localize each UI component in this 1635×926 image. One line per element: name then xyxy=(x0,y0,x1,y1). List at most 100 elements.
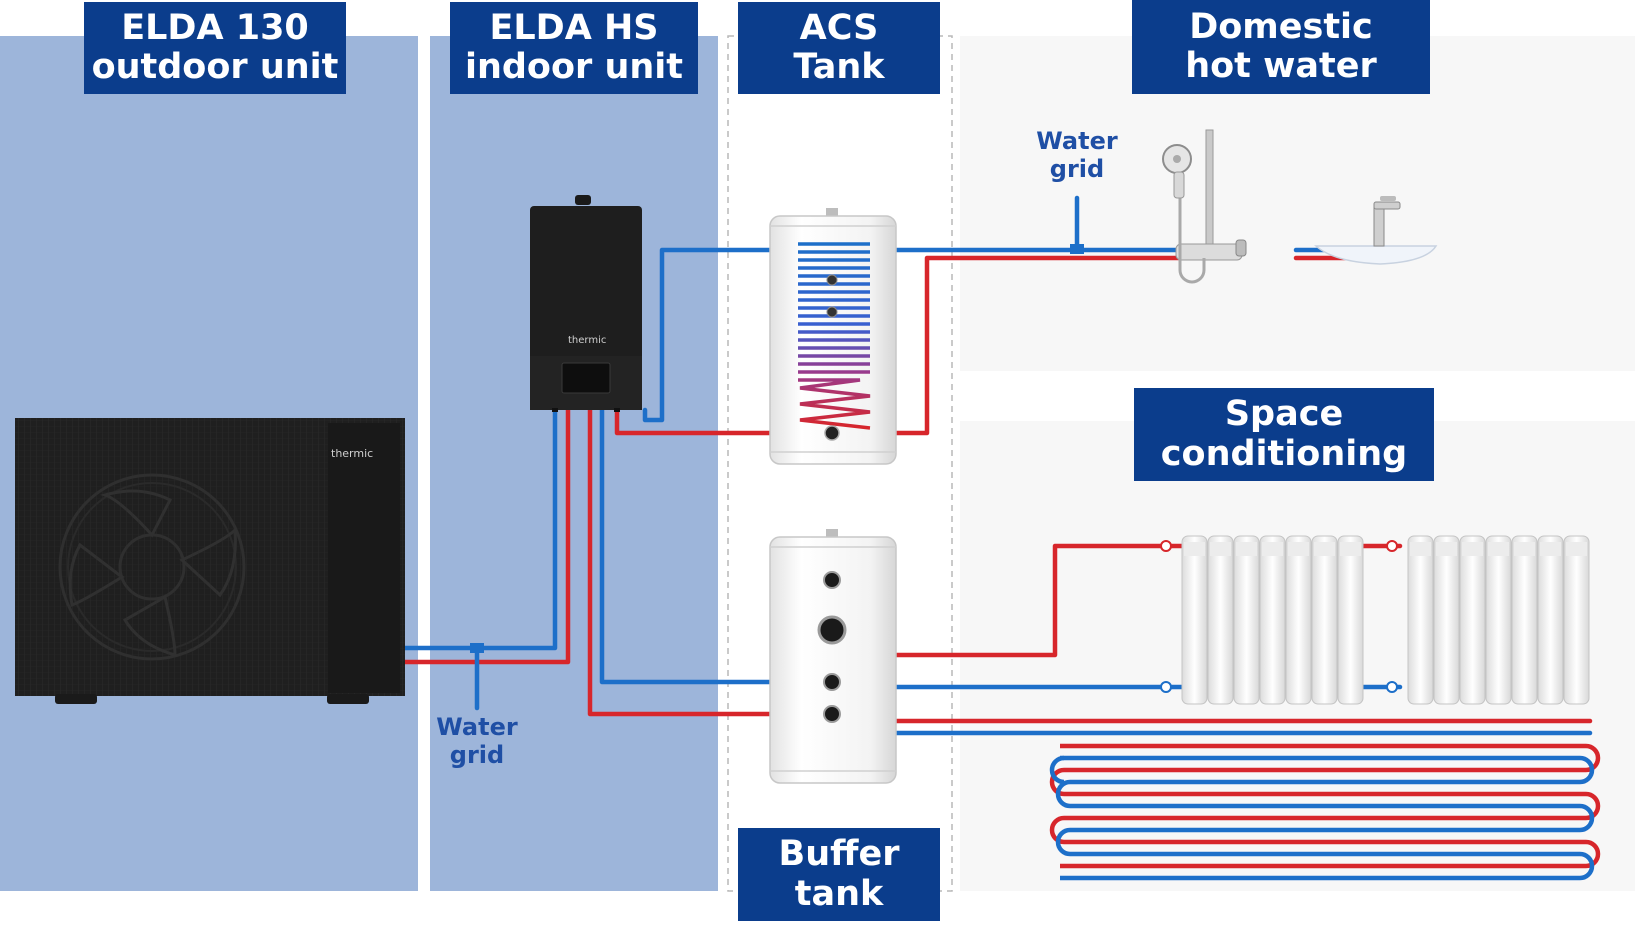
domestic-hot-water-title-line2: hot water xyxy=(1185,46,1377,86)
underfloor-left-return xyxy=(1049,755,1065,785)
radiator-2-section xyxy=(1459,535,1486,705)
indoor-unit xyxy=(530,195,642,412)
dhw-red-pipe xyxy=(892,255,1233,436)
outdoor-unit-title-line1: ELDA 130 xyxy=(121,7,309,48)
water-grid-label-bottom-line2: grid xyxy=(449,740,505,769)
buffer-tank-title-line2: tank xyxy=(794,873,884,914)
water-grid-tee-top xyxy=(1070,244,1084,254)
sink-faucet xyxy=(1373,203,1385,247)
radiator-outlet-valve-2 xyxy=(1386,681,1398,693)
radiator-1-fin-cap xyxy=(1314,542,1335,556)
buffer-tank xyxy=(769,529,897,784)
outdoor-unit-foot-left xyxy=(55,694,97,704)
acs-port-mid xyxy=(826,306,838,318)
buffer-port-3 xyxy=(823,673,841,691)
sink xyxy=(1314,196,1438,265)
buffer-port-4 xyxy=(823,705,841,723)
radiator-2-fin-cap xyxy=(1462,542,1483,556)
radiator-inlet-valve-2 xyxy=(1386,540,1398,552)
shower-handle xyxy=(1235,239,1247,257)
radiator-1-fin-cap xyxy=(1210,542,1231,556)
space-conditioning-title: Space conditioning xyxy=(1134,388,1434,481)
radiator-1-fin-cap xyxy=(1262,542,1283,556)
radiator-1-section xyxy=(1285,535,1312,705)
acs-port-bottom xyxy=(824,425,840,441)
indoor-unit-display xyxy=(561,362,611,394)
radiator-2-section xyxy=(1563,535,1590,705)
sink-basin xyxy=(1314,245,1438,265)
radiator-1-fin-cap xyxy=(1288,542,1309,556)
water-grid-label-top-line1: Water xyxy=(1036,127,1118,155)
outdoor-unit-logo: thermic xyxy=(331,447,374,460)
radiator-1-section xyxy=(1181,535,1208,705)
domestic-hot-water-title-line1: Domestic xyxy=(1189,6,1373,47)
indoor-zone xyxy=(430,36,718,891)
acs-tank-title-line2: Tank xyxy=(793,47,885,87)
sink-faucet-lever xyxy=(1380,196,1396,201)
outdoor-supply-blue-pipe xyxy=(402,407,558,651)
acs-tank-top-nozzle xyxy=(826,208,838,216)
outdoor-unit-side-panel xyxy=(328,423,400,693)
shower-head-center xyxy=(1173,155,1181,163)
radiator-1-section xyxy=(1311,535,1338,705)
acs-tank-title: ACS Tank xyxy=(738,2,940,94)
acs-tank-title-line1: ACS xyxy=(799,7,879,48)
radiator-2-section xyxy=(1537,535,1564,705)
water-grid-label-bottom-line1: Water xyxy=(436,713,518,741)
outdoor-unit-title: ELDA 130 outdoor unit xyxy=(84,2,346,94)
fan-grille xyxy=(58,473,246,661)
water-grid-label-top-line2: grid xyxy=(1049,154,1105,183)
indoor-unit-logo: thermic xyxy=(568,335,607,346)
shower xyxy=(1162,129,1247,284)
shower-handle-grip xyxy=(1173,171,1185,199)
radiator-2-section xyxy=(1433,535,1460,705)
sink-faucet-spout xyxy=(1373,201,1401,210)
radiator-2-fin-cap xyxy=(1514,542,1535,556)
radiator-2-fin-cap xyxy=(1410,542,1431,556)
indoor-unit-title: ELDA HS indoor unit xyxy=(450,2,698,94)
radiator-1-section xyxy=(1233,535,1260,705)
outdoor-return-red-pipe xyxy=(402,407,571,665)
radiator-1-fin-cap xyxy=(1184,542,1205,556)
buffer-tank-body xyxy=(769,536,897,784)
outdoor-unit-foot-right xyxy=(327,694,369,704)
radiator-2-fin-cap xyxy=(1566,542,1587,556)
radiators xyxy=(1181,535,1590,705)
shower-mixer xyxy=(1175,243,1243,261)
radiator-2-section xyxy=(1407,535,1434,705)
indoor-unit-stem-2 xyxy=(614,408,620,412)
indoor-unit-stem-1 xyxy=(552,408,558,412)
domestic-hot-water-title: Domestic hot water xyxy=(1132,0,1430,94)
acs-tank xyxy=(769,208,897,465)
radiator-inlet-valve-1 xyxy=(1160,540,1172,552)
indoor-unit-title-line2: indoor unit xyxy=(464,47,684,87)
shower-hose xyxy=(1178,172,1206,284)
radiator-2-fin-cap xyxy=(1436,542,1457,556)
buffer-tank-title-line1: Buffer xyxy=(778,834,900,875)
buffer-tank-title: Buffer tank xyxy=(738,828,940,921)
fan-blades xyxy=(68,489,237,657)
buffer-tank-top-nozzle xyxy=(826,529,838,537)
water-grid-label-top: Water grid xyxy=(1030,127,1124,183)
radiator-1-section xyxy=(1207,535,1234,705)
water-grid-label-bottom: Water grid xyxy=(430,713,524,769)
water-grid-tee-bottom xyxy=(470,643,484,653)
buffer-port-2 xyxy=(817,615,847,645)
underfloor-blue-loop xyxy=(1055,755,1595,881)
radiator-2-section xyxy=(1485,535,1512,705)
indoor-unit-title-line1: ELDA HS xyxy=(489,7,659,48)
fan-grille-inner xyxy=(67,482,237,652)
radiator-2-fin-cap xyxy=(1488,542,1509,556)
buffer-port-1 xyxy=(823,571,841,589)
radiator-1-fin-cap xyxy=(1340,542,1361,556)
space-conditioning-title-line2: conditioning xyxy=(1160,433,1408,474)
acs-red-pipe xyxy=(614,407,835,436)
shower-rail xyxy=(1205,129,1214,259)
radiator-1-fin-cap xyxy=(1236,542,1257,556)
space-conditioning-title-line1: Space xyxy=(1224,394,1344,435)
indoor-unit-top-cap xyxy=(575,195,591,205)
acs-port-top xyxy=(826,274,838,286)
radiator-outlet-valve-1 xyxy=(1160,681,1172,693)
